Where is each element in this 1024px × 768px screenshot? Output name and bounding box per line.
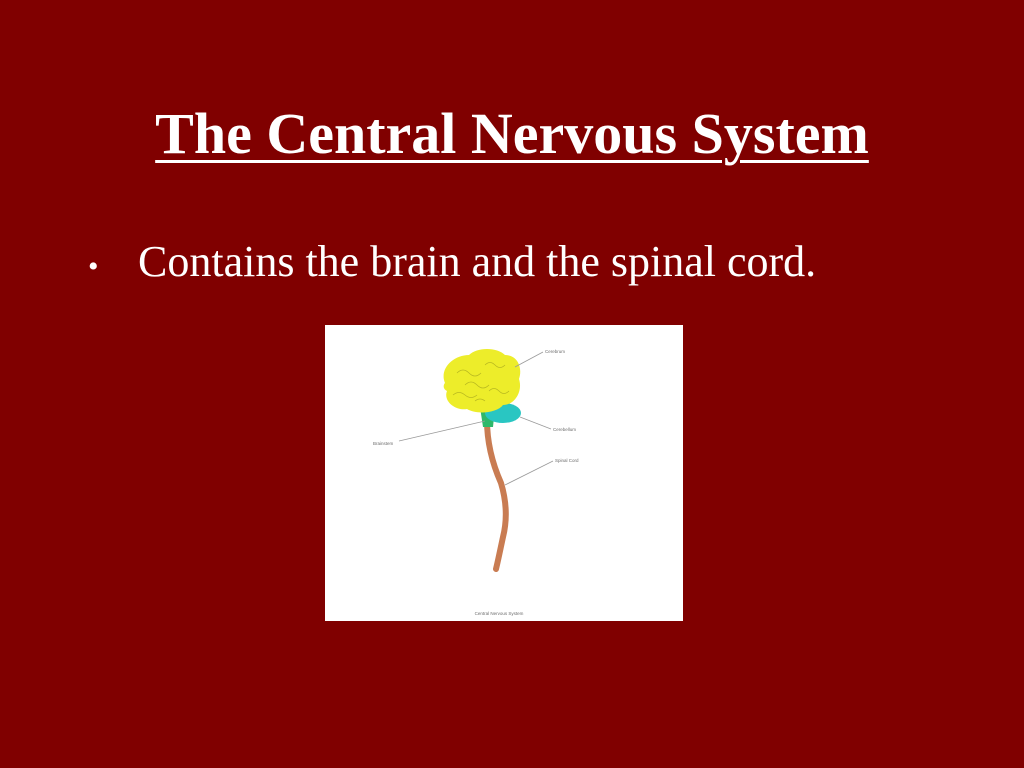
bullet-list: • Contains the brain and the spinal cord… xyxy=(84,232,964,297)
nervous-system-diagram: Cerebrum Brainstem Cerebellum Spinal Cor… xyxy=(373,349,579,616)
spinal-cord-shape xyxy=(484,417,509,572)
figure-caption: Central Nervous System xyxy=(475,611,524,616)
leader-lines xyxy=(398,351,554,486)
brainstem-label: Brainstem xyxy=(373,441,394,446)
cerebellum-label: Cerebellum xyxy=(553,427,576,432)
slide-title-text: The Central Nervous System xyxy=(155,101,869,166)
bullet-item: • Contains the brain and the spinal cord… xyxy=(84,232,964,297)
cerebrum-folds xyxy=(452,362,510,402)
bullet-text: Contains the brain and the spinal cord. xyxy=(138,237,817,286)
slide-title: The Central Nervous System xyxy=(0,98,1024,170)
cerebrum-shape xyxy=(443,349,521,413)
nervous-system-figure: Cerebrum Brainstem Cerebellum Spinal Cor… xyxy=(325,325,683,621)
bullet-icon: • xyxy=(88,250,99,283)
cerebrum-label: Cerebrum xyxy=(545,349,565,354)
spinal-cord-label: Spinal Cord xyxy=(555,458,579,463)
